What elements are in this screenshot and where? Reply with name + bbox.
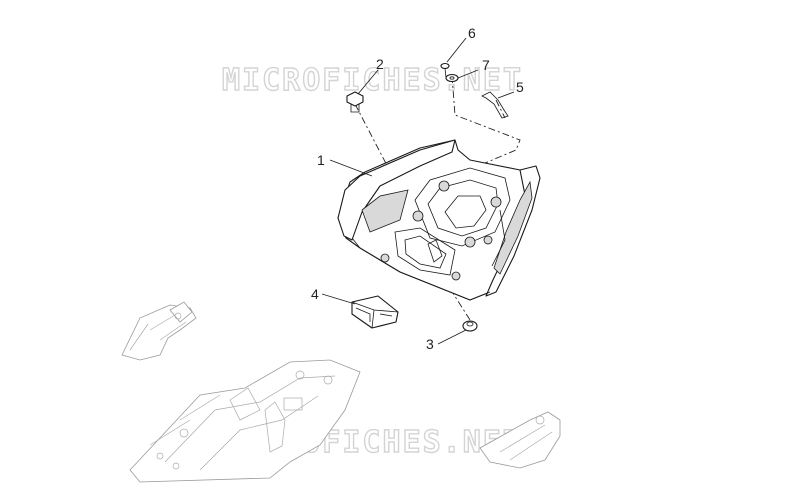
part-tail-cover (337, 139, 541, 301)
callout-6: 6 (468, 25, 476, 41)
callout-4: 4 (311, 286, 319, 302)
callout-5: 5 (516, 79, 524, 95)
ghost-frame-tray (129, 359, 361, 483)
callout-1: 1 (317, 152, 325, 168)
part-washer-7 (445, 73, 459, 83)
ghost-rear-rail (479, 411, 561, 469)
ghost-frame-bracket (121, 301, 197, 361)
watermark-top: MICROFICHES.NET (222, 63, 523, 98)
callout-leaders (321, 37, 515, 345)
part-rubber-block-4 (351, 295, 399, 329)
callout-3: 3 (426, 336, 434, 352)
part-bolt-2 (346, 91, 364, 113)
callout-2: 2 (376, 56, 384, 72)
part-screw-6 (440, 62, 450, 79)
part-clip-5 (481, 91, 509, 119)
callout-7: 7 (482, 57, 490, 73)
part-nut-3 (462, 320, 478, 332)
